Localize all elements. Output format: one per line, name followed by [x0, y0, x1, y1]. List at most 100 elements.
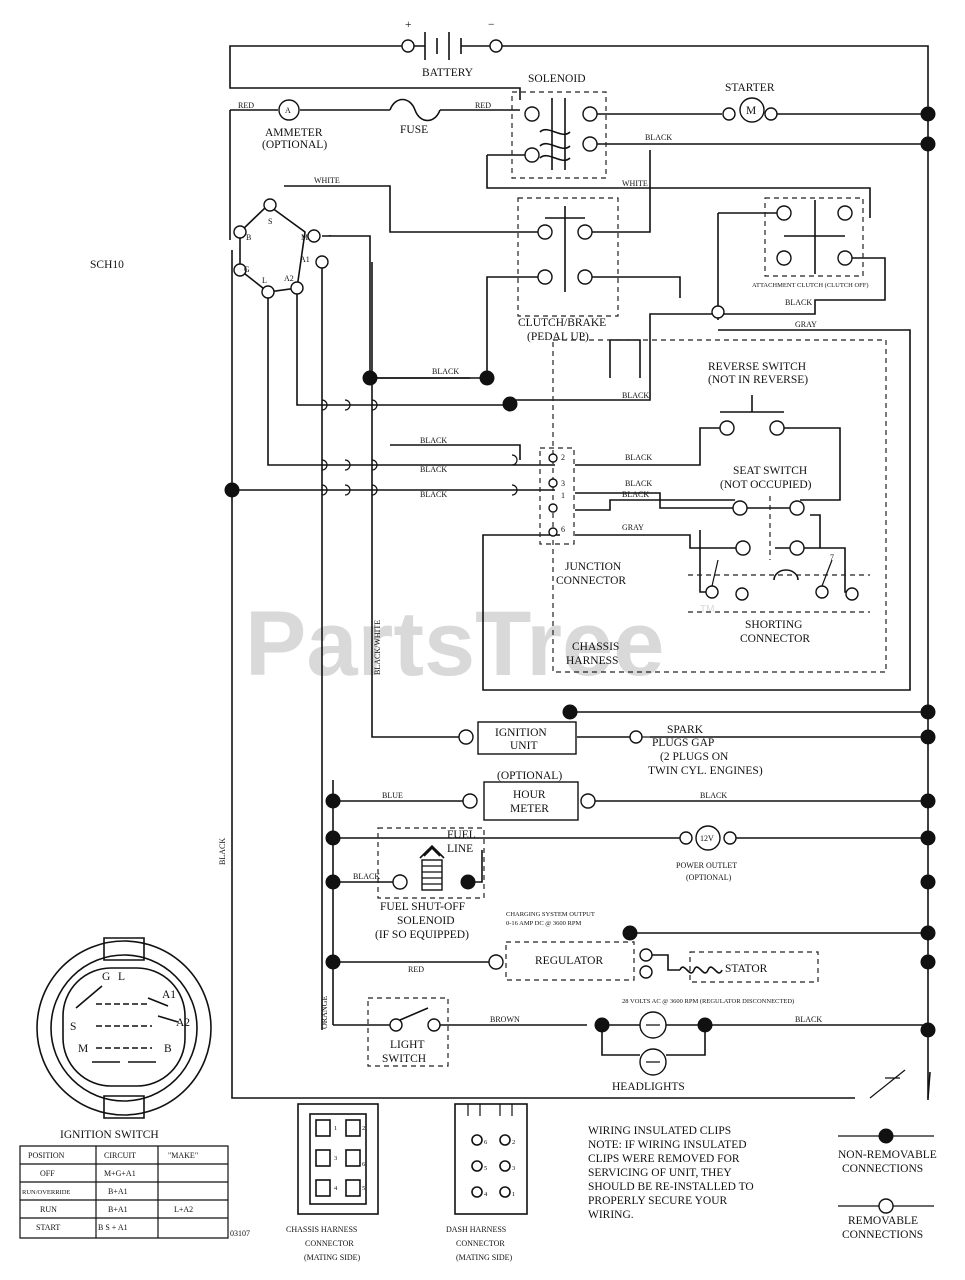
watermark-tm: TM [700, 604, 714, 615]
legend-removable-sub: CONNECTIONS [842, 1229, 923, 1241]
connection-nodes [224, 106, 936, 1038]
wire-red-label-3: RED [408, 965, 424, 974]
table-cell-1-0: RUN/OVERRIDE [22, 1189, 70, 1196]
starter: M STARTER [722, 82, 778, 123]
wire-black-label-8: BLACK [625, 453, 652, 462]
reverse-switch: REVERSE SWITCH (NOT IN REVERSE) [708, 361, 808, 436]
charging-sub: 0-16 AMP DC @ 3600 RPM [506, 920, 581, 927]
wire-black-label-10: BLACK [622, 490, 649, 499]
dash-pin-5: 5 [484, 1165, 487, 1172]
ammeter: A RED AMMETER (OPTIONAL) [238, 99, 327, 151]
fuel-shutoff-solenoid: FUEL LINE FUEL SHUT-OFF SOLENOID (IF SO … [353, 827, 485, 941]
table-cell-2-2: L+A2 [174, 1205, 193, 1214]
wire-black-label-3: BLACK [432, 367, 459, 376]
hour-meter-optional: (OPTIONAL) [497, 770, 562, 782]
ignition-switch-title: IGNITION SWITCH [60, 1129, 159, 1141]
wire-black-label-6: BLACK [420, 465, 447, 474]
battery-plus: + [405, 19, 412, 31]
hour-meter: (OPTIONAL) HOUR METER BLUE BLACK [382, 770, 727, 821]
table-cell-0-1: M+G+A1 [104, 1169, 136, 1178]
chassis-pin-3: 3 [334, 1155, 337, 1162]
legend-non-removable-label: NON-REMOVABLE [838, 1149, 937, 1161]
table-cell-1-1: B+A1 [108, 1187, 128, 1196]
wire-red-label-2: RED [475, 101, 491, 110]
fuse: FUSE RED [389, 98, 491, 136]
ignition-switch-face: G L A1 A2 S M B IGNITION SWITCH [36, 937, 212, 1141]
dash-harness-connector: 6 2 5 3 4 1 DASH HARNESS CONNECTOR (MATI… [446, 1103, 528, 1262]
drawing-number: 03107 [230, 1229, 250, 1238]
dash-connector-sub: CONNECTOR [456, 1239, 505, 1248]
spark-note-2: TWIN CYL. ENGINES) [648, 765, 763, 777]
light-switch-label: LIGHT [390, 1039, 425, 1051]
switch-face-l: L [118, 971, 125, 983]
chassis-pin-1: 1 [334, 1125, 337, 1132]
dash-pin-2: 2 [512, 1139, 515, 1146]
chassis-pin-5: 5 [362, 1185, 365, 1192]
junction-pin-6: 6 [561, 525, 565, 534]
seat-switch-sub: (NOT OCCUPIED) [720, 479, 812, 491]
legend-removable-label: REMOVABLE [848, 1215, 918, 1227]
chassis-connector-sub: CONNECTOR [305, 1239, 354, 1248]
wire-gray-label-2: GRAY [622, 523, 644, 532]
ammeter-optional: (OPTIONAL) [262, 139, 327, 151]
main-wires [229, 45, 931, 1100]
power-outlet-sub: (OPTIONAL) [686, 873, 732, 882]
stator-label: STATOR [725, 963, 768, 975]
wire-brown-label: BROWN [490, 1015, 520, 1024]
chassis-pin-4: 4 [334, 1185, 338, 1192]
wire-hops [321, 399, 518, 496]
clutch-brake-sub: (PEDAL UP) [527, 331, 589, 343]
reverse-switch-label: REVERSE SWITCH [708, 361, 806, 373]
term-g: G [244, 265, 250, 274]
chassis-harness-sub: HARNESS [566, 655, 618, 667]
wiring-note: WIRING INSULATED CLIPS NOTE: IF WIRING I… [588, 1125, 754, 1221]
dash-pin-4: 4 [484, 1191, 488, 1198]
switch-face-s: S [70, 1021, 76, 1033]
regulator-label: REGULATOR [535, 955, 603, 967]
solenoid-label: SOLENOID [528, 73, 586, 85]
power-outlet-mark: 12V [700, 834, 714, 843]
ignition-unit-sub: UNIT [510, 740, 537, 752]
wire-black-white-label: BLACK/WHITE [373, 620, 382, 675]
wire-gray-label: GRAY [795, 320, 817, 329]
wire-black-label-9: BLACK [625, 479, 652, 488]
legend: NON-REMOVABLE CONNECTIONS REMOVABLE CONN… [838, 1128, 937, 1241]
solenoid: SOLENOID [511, 73, 607, 179]
junction-connector: 2 3 1 6 JUNCTION CONNECTOR CHASSIS HARNE… [539, 447, 626, 667]
junction-pin-2: 2 [561, 453, 565, 462]
charging-label: CHARGING SYSTEM OUTPUT [506, 911, 595, 918]
junction-pin-1: 1 [561, 491, 565, 500]
light-switch: LIGHT SWITCH ORANGE BROWN BLACK [320, 996, 822, 1067]
dash-pin-1: 1 [512, 1191, 515, 1198]
shorting-label: SHORTING [745, 619, 802, 631]
ammeter-label: AMMETER [265, 127, 323, 139]
switch-face-b: B [164, 1043, 172, 1055]
ignition-unit: IGNITION UNIT [458, 721, 577, 755]
wire-blue-label: BLUE [382, 791, 403, 800]
term-l: L [262, 276, 267, 285]
table-cell-0-0: OFF [40, 1169, 55, 1178]
switch-face-a2: A2 [176, 1017, 190, 1029]
fuel-solenoid-sub: SOLENOID [397, 915, 455, 927]
legend-non-removable-sub: CONNECTIONS [842, 1163, 923, 1175]
note-line-6: WIRING. [588, 1209, 634, 1221]
dash-connector-label: DASH HARNESS [446, 1225, 506, 1234]
table-header-make: "MAKE" [168, 1151, 198, 1160]
table-header-position: POSITION [28, 1151, 65, 1160]
dash-pin-3: 3 [512, 1165, 515, 1172]
middle-wire-labels: BLACK BLACK BLACK BLACK BLACK BLACK BLAC… [218, 367, 652, 865]
diagram-id: SCH10 [90, 259, 124, 271]
reverse-switch-sub: (NOT IN REVERSE) [708, 374, 808, 386]
chassis-pin-6: 6 [362, 1161, 366, 1168]
junction-label: JUNCTION [565, 561, 622, 573]
clutch-brake-switch: CLUTCH/BRAKE (PEDAL UP) WHITE BLACK [517, 133, 672, 343]
stator-note: 28 VOLTS AC @ 3600 RPM (REGULATOR DISCON… [622, 998, 794, 1005]
stator: STATOR 28 VOLTS AC @ 3600 RPM (REGULATOR… [622, 951, 819, 1005]
headlights-label: HEADLIGHTS [612, 1081, 685, 1093]
hour-meter-label: HOUR [513, 789, 546, 801]
clutch-brake-label: CLUTCH/BRAKE [518, 317, 606, 329]
spark-plugs: SPARK PLUGS GAP (2 PLUGS ON TWIN CYL. EN… [629, 724, 763, 777]
note-line-5: PROPERLY SECURE YOUR [588, 1195, 728, 1207]
chassis-harness-label: CHASSIS [572, 641, 619, 653]
